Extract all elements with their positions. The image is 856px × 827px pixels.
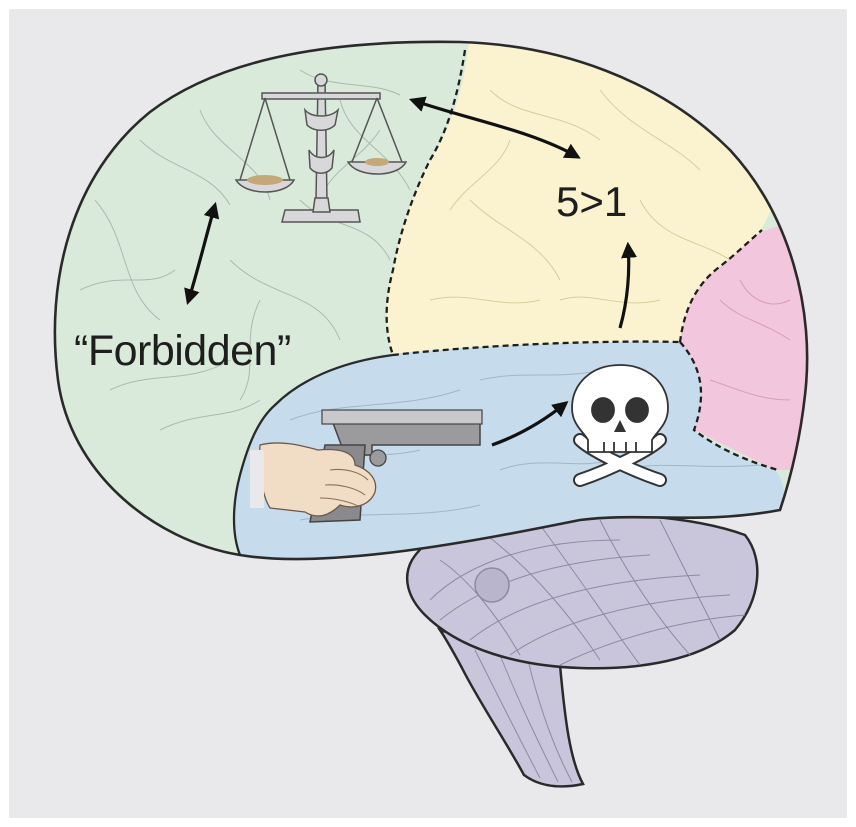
forbidden-label: “Forbidden”: [74, 330, 291, 373]
comparison-label: 5>1: [556, 181, 627, 223]
scale-pan-sand-left: [247, 175, 283, 185]
scale-pan-sand-right: [365, 158, 389, 166]
cerebellum-nucleus: [475, 568, 509, 602]
